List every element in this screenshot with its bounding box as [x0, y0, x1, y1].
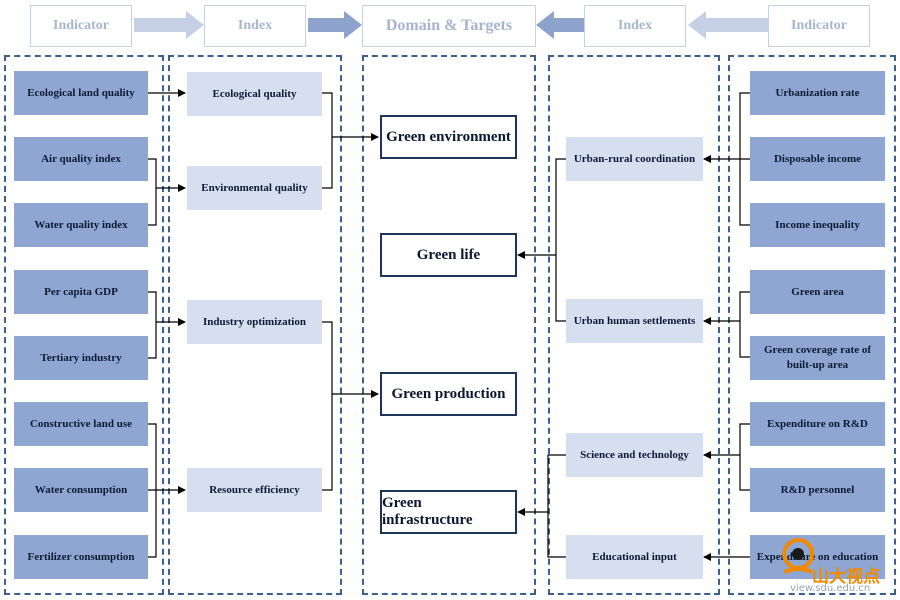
target-green-life: Green life	[380, 233, 517, 277]
left-index-column	[168, 55, 342, 595]
left-indicator-3: Water quality index	[14, 203, 148, 247]
right-index-educational-input: Educational input	[566, 535, 703, 579]
left-index-ecological-quality: Ecological quality	[187, 72, 322, 116]
target-green-environment: Green environment	[380, 115, 517, 159]
left-index-industry-optimization: Industry optimization	[187, 300, 322, 344]
right-indicator-4: Green area	[750, 270, 885, 314]
right-indicator-7: R&D personnel	[750, 468, 885, 512]
left-indicator-1: Ecological land quality	[14, 71, 148, 115]
header-domain-targets: Domain & Targets	[362, 5, 536, 47]
left-indicator-6: Constructive land use	[14, 402, 148, 446]
right-indicator-column	[728, 55, 896, 595]
target-green-infrastructure: Green infrastructure	[380, 490, 517, 534]
left-index-environmental-quality: Environmental quality	[187, 166, 322, 210]
domain-targets-column	[362, 55, 536, 595]
left-index-resource-efficiency: Resource efficiency	[187, 468, 322, 512]
right-indicator-3: Income inequality	[750, 203, 885, 247]
header-left-index: Index	[204, 5, 306, 47]
right-indicator-5: Green coverage rate of built-up area	[750, 336, 885, 380]
left-indicator-8: Fertilizer consumption	[14, 535, 148, 579]
watermark-text: 山大视点	[812, 567, 880, 587]
right-indicator-1: Urbanization rate	[750, 71, 885, 115]
header-right-index: Index	[584, 5, 686, 47]
left-indicator-column	[4, 55, 164, 595]
target-green-production: Green production	[380, 372, 517, 416]
left-indicator-4: Per capita GDP	[14, 270, 148, 314]
left-indicator-5: Tertiary industry	[14, 336, 148, 380]
right-index-science-technology: Science and technology	[566, 433, 703, 477]
right-index-urban-human-settlements: Urban human settlements	[566, 299, 703, 343]
right-indicator-6: Expenditure on R&D	[750, 402, 885, 446]
header-left-indicator: Indicator	[30, 5, 132, 47]
header-right-indicator: Indicator	[768, 5, 870, 47]
right-index-urban-rural-coordination: Urban-rural coordination	[566, 137, 703, 181]
left-indicator-7: Water consumption	[14, 468, 148, 512]
watermark-url: view.sdu.edu.cn	[790, 583, 871, 594]
right-indicator-2: Disposable income	[750, 137, 885, 181]
left-indicator-2: Air quality index	[14, 137, 148, 181]
watermark-logo-icon	[782, 538, 814, 574]
right-index-column	[548, 55, 720, 595]
